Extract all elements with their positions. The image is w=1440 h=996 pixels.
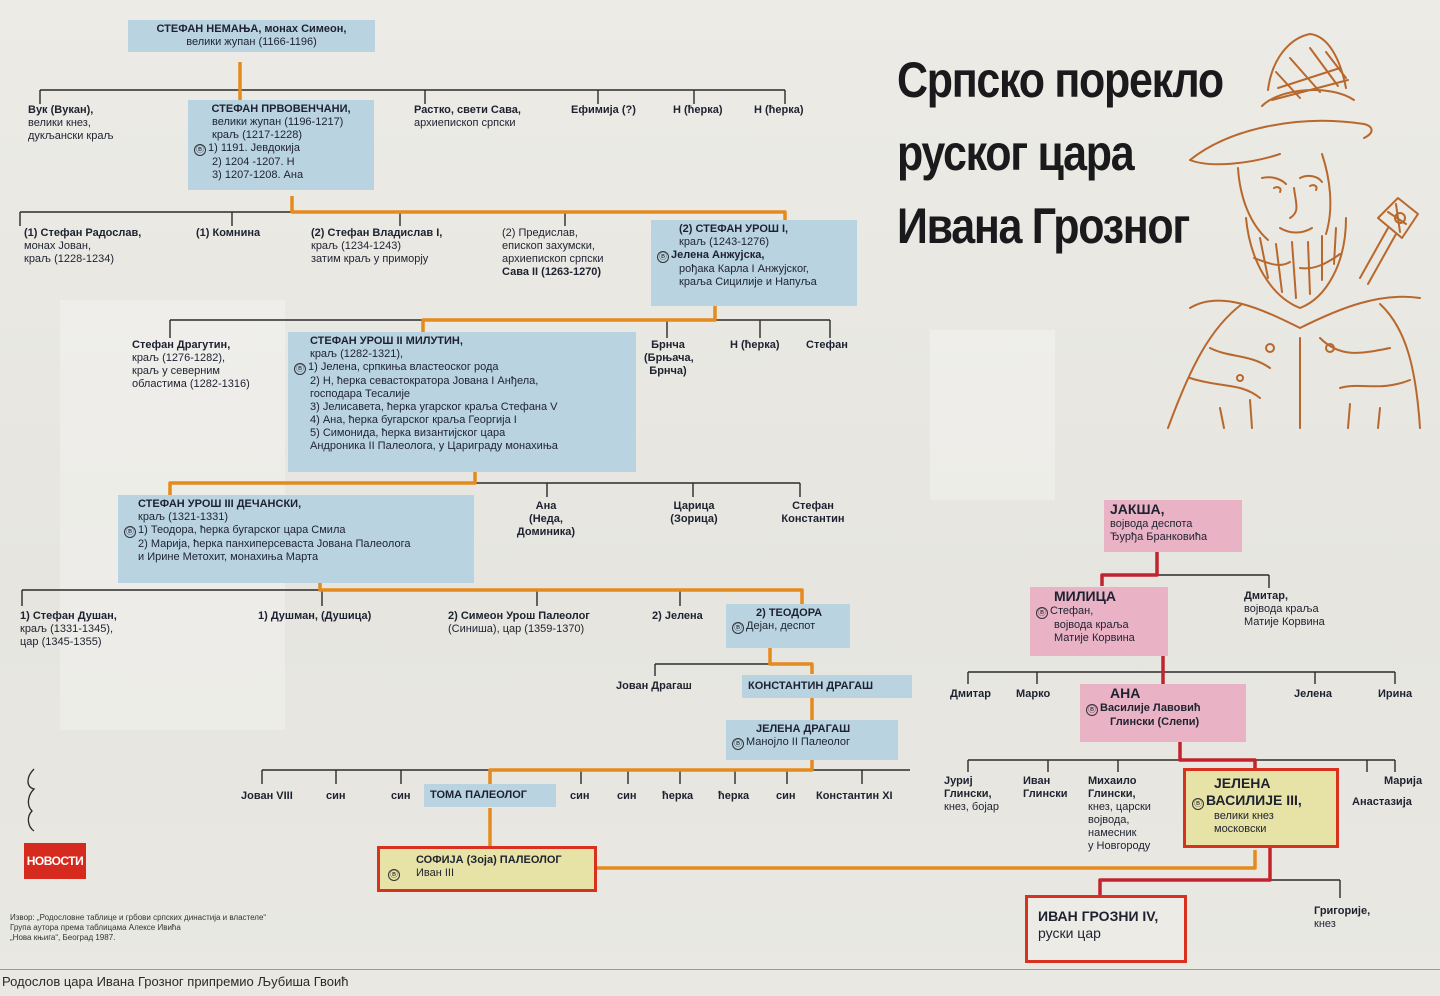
- marriage-symbol: Ⓑ: [1036, 607, 1048, 619]
- descent-line: [290, 196, 787, 220]
- node-marko: Марко: [1016, 688, 1051, 700]
- maternal-descent-line: [1178, 742, 1257, 768]
- node-n-kcerka-2: Н (ћерка): [754, 104, 804, 116]
- descent-line: [421, 305, 717, 332]
- maternal-descent-line: [1100, 552, 1159, 586]
- node-milutin: СТЕФАН УРОШ II МИЛУТИН, краљ (1282-1321)…: [288, 332, 636, 472]
- node-sin: син: [570, 790, 590, 802]
- node-irina: Ирина: [1378, 688, 1413, 700]
- maternal-descent-line: [1098, 848, 1272, 895]
- novosti-logo: НОВОСТИ: [24, 843, 86, 879]
- node-jelena-glinski: Јелена: [1294, 688, 1332, 700]
- node-dusan: 1) Стефан Душан, краљ (1331-1345), цар (…: [20, 610, 117, 648]
- node-kcerka: ћерка: [718, 790, 750, 802]
- node-kcerka: ћерка: [662, 790, 694, 802]
- node-sin: син: [617, 790, 637, 802]
- node-jurij-glinski: Јуриј Глински, кнез, бојар: [944, 775, 1000, 813]
- marriage-symbol: Ⓑ: [124, 526, 136, 538]
- marriage-symbol: Ⓑ: [294, 363, 306, 375]
- node-jovan-viii: Јован VIII: [241, 790, 293, 802]
- node-brnjaca: Брнча (Брњача, Брнча): [644, 339, 694, 377]
- node-jelena: 2) Јелена: [652, 610, 703, 622]
- node-line: велики жупан (1166-1196): [186, 36, 317, 48]
- node-sin: син: [391, 790, 411, 802]
- credit-caption: Родослов цара Ивана Грозног припремио Љу…: [0, 969, 1440, 993]
- node-ana-neda: Ана (Неда, Доминика): [516, 500, 576, 538]
- node-komnina: (1) Комнина: [196, 227, 261, 239]
- node-efimija: Ефимија (?): [571, 104, 636, 116]
- marriage-symbol: Ⓑ: [194, 144, 206, 156]
- node-jaksa: ЈАКША, војвода деспота Ђурђа Бранковића: [1104, 500, 1242, 552]
- source-note: Извор: „Родословне таблице и грбови српс…: [10, 913, 267, 942]
- marriage-symbol: Ⓑ: [732, 622, 744, 634]
- sibling-bar: [967, 671, 1396, 684]
- node-dmitar-vojvoda: Дмитар, војвода краља Матије Корвина: [1244, 590, 1325, 628]
- node-sin: син: [326, 790, 346, 802]
- node-jovan-dragas: Јован Драгаш: [616, 680, 692, 692]
- descent-line: [597, 850, 1257, 870]
- node-predislav: (2) Предислав, епископ захумски, архиепи…: [502, 227, 604, 278]
- node-n-kcerka-3: Н (ћерка): [730, 339, 780, 351]
- node-carica: Царица (Зорица): [670, 500, 718, 525]
- node-ivan-glinski: Иван Глински: [1023, 775, 1068, 800]
- node-radoslav: (1) Стефан Радослав, монах Јован, краљ (…: [24, 227, 142, 265]
- sibling-bar: [39, 89, 786, 104]
- node-stefan-konstantin: Стефан Константин: [781, 500, 845, 525]
- marriage-symbol: Ⓑ: [1192, 798, 1204, 810]
- sibling-bar: [21, 589, 803, 606]
- page-title: Српско порекло руског цара Ивана Грозног: [897, 44, 1224, 263]
- marriage-symbol: Ⓑ: [388, 869, 400, 881]
- descent-line: [768, 648, 814, 674]
- node-simeon: 2) Симеон Урош Палеолог (Синиша), цар (1…: [448, 610, 590, 635]
- marriage-symbol: Ⓑ: [657, 251, 669, 263]
- node-vladislav: (2) Стефан Владислав I, краљ (1234-1243)…: [311, 227, 443, 265]
- author-signature: [27, 768, 36, 832]
- node-anastazija: Анастазија: [1352, 796, 1412, 808]
- marriage-symbol: Ⓑ: [732, 738, 744, 750]
- node-grigorije: Григорије, кнез: [1314, 905, 1371, 930]
- node-sin: син: [776, 790, 796, 802]
- sibling-bar: [261, 769, 910, 784]
- node-line: СТЕФАН НЕМАЊА, монах Симеон,: [156, 23, 347, 35]
- descent-line: [168, 470, 477, 497]
- node-n-kcerka-1: Н (ћерка): [673, 104, 723, 116]
- background-panel: [930, 330, 1055, 500]
- node-dmitar: Дмитар: [950, 688, 991, 700]
- node-konstantin-dragas: КОНСТАНТИН ДРАГАШ: [742, 675, 912, 698]
- node-stefan-prvovencani: СТЕФАН ПРВОВЕНЧАНИ, велики жупан (1196-1…: [188, 100, 374, 190]
- node-dusman: 1) Душман, (Душица): [258, 610, 372, 622]
- marriage-symbol: Ⓑ: [1086, 704, 1098, 716]
- node-vuk: Вук (Вукан), велики кнез, дукљански краљ: [28, 104, 114, 142]
- title-line: Српско порекло: [897, 52, 1224, 108]
- title-line: руског цара: [897, 125, 1135, 181]
- descent-line: [488, 760, 814, 786]
- descent-line: [318, 583, 804, 606]
- node-konstantin-xi: Константин XI: [816, 790, 893, 802]
- node-stefan: Стефан: [806, 339, 848, 351]
- node-stefan-nemanja: СТЕФАН НЕМАЊА, монах Симеон, велики жупа…: [128, 20, 375, 52]
- node-marija: Марија: [1384, 775, 1423, 787]
- node-rastko: Растко, свети Сава, архиепископ српски: [414, 104, 521, 129]
- node-decanski: СТЕФАН УРОШ III ДЕЧАНСКИ, краљ (1321-133…: [118, 495, 474, 583]
- title-line: Ивана Грозног: [897, 198, 1190, 254]
- node-toma-paleolog: ТОМА ПАЛЕОЛОГ: [424, 784, 556, 807]
- node-mihailo-glinski: Михаило Глински, кнез, царски војвода, н…: [1088, 775, 1151, 852]
- node-dragutin: Стефан Драгутин, краљ (1276-1282), краљ …: [132, 339, 250, 390]
- node-ivan-grozni: ИВАН ГРОЗНИ IV, руски цар: [1025, 895, 1187, 963]
- portrait-illustration: [1167, 33, 1421, 429]
